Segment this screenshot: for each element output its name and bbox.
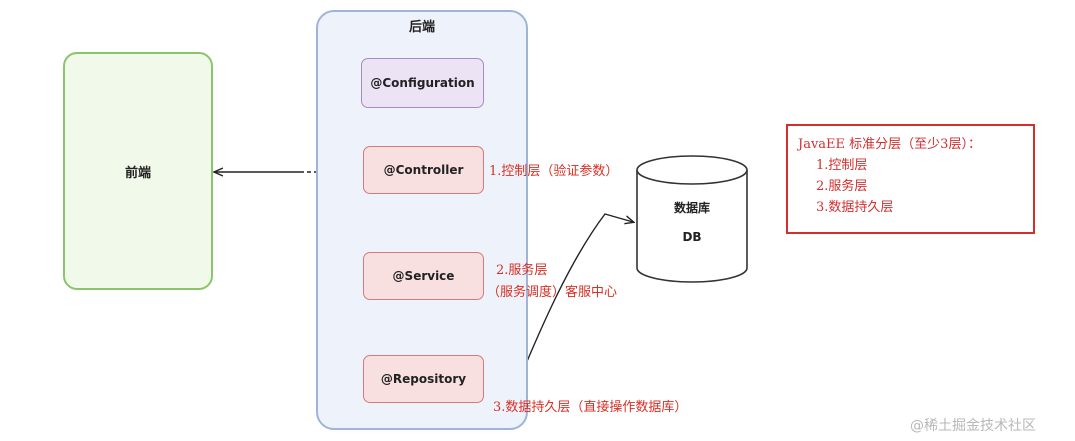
configuration-box: @Configuration xyxy=(361,58,484,108)
legend-item-2: 2.服务层 xyxy=(816,179,868,194)
database-cylinder xyxy=(636,155,748,283)
service-annotation-line1: 2.服务层 xyxy=(496,263,548,278)
service-label: @Service xyxy=(392,269,455,283)
legend-box: JavaEE 标准分层（至少3层）： 1.控制层 2.服务层 3.数据持久层 xyxy=(786,124,1035,234)
repository-annotation: 3.数据持久层（直接操作数据库） xyxy=(493,400,688,415)
controller-box: @Controller xyxy=(363,146,484,194)
controller-annotation: 1.控制层（验证参数） xyxy=(489,164,619,179)
frontend-label: 前端 xyxy=(124,165,151,181)
configuration-label: @Configuration xyxy=(370,76,475,90)
watermark: @稀土掘金技术社区 xyxy=(910,418,1036,434)
service-annotation-line2: （服务调度）客服中心 xyxy=(487,285,618,300)
service-box: @Service xyxy=(363,252,484,300)
legend-item-3: 3.数据持久层 xyxy=(816,200,894,215)
database-label: 数据库 xyxy=(673,201,710,215)
database-sublabel: DB xyxy=(682,230,702,244)
frontend-box: 前端 xyxy=(63,52,213,290)
repository-box: @Repository xyxy=(363,355,484,403)
legend-title: JavaEE 标准分层（至少3层）： xyxy=(798,137,981,152)
controller-label: @Controller xyxy=(383,163,464,177)
backend-title: 后端 xyxy=(408,20,435,35)
repository-label: @Repository xyxy=(380,372,467,386)
legend-item-1: 1.控制层 xyxy=(816,158,868,173)
